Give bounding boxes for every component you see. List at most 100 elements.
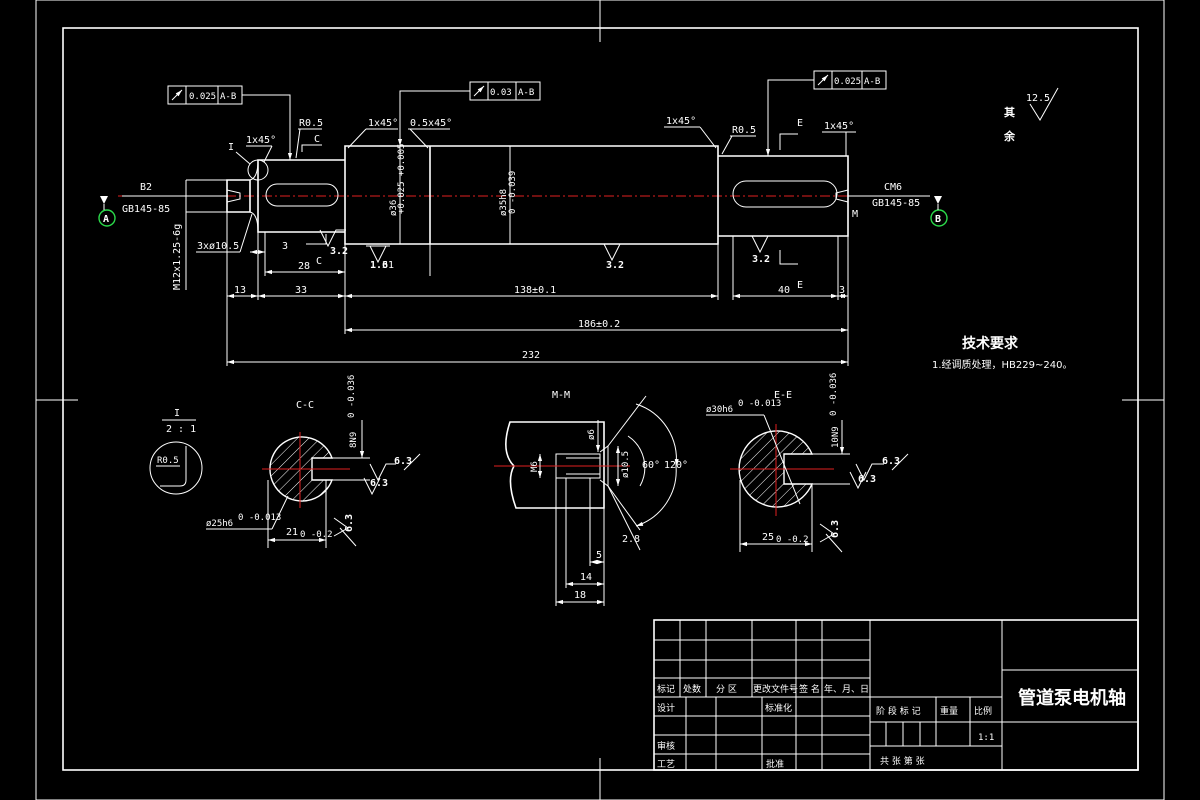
datum-a-label: A (103, 214, 109, 225)
runout-right-frame: 0.025 A-B (765, 70, 887, 156)
rest-label-1: 其 (1004, 105, 1015, 119)
dia-35-tol: 0 -0.039 (508, 171, 518, 214)
detail-i-view: I 2 : 1 R0.5 (149, 408, 203, 495)
mm-dim-28: 2.8 (622, 534, 640, 545)
section-cc-view: C-C 8N9 0 -0.036 6.3 6.3 ø25h6 0 -0.013 … (206, 375, 421, 548)
ee-rough-side: 6.3 (858, 474, 876, 485)
cc-rough-top: 6.3 (394, 456, 412, 467)
dim-28: 28 (298, 261, 310, 272)
ee-key-width-tol: 0 -0.036 (829, 373, 839, 416)
ee-key-width: 10N9 (831, 426, 841, 448)
rough-c-value: 3.2 (330, 246, 348, 257)
tb-header-count: 处数 (683, 683, 701, 695)
tb-weight: 重量 (940, 705, 958, 717)
tb-header-sign: 签 名 (799, 683, 820, 695)
section-c-top: C (314, 134, 320, 145)
detail-i-label: I (228, 142, 234, 153)
dim-33: 33 (295, 285, 307, 296)
rough-mid-value: 3.2 (606, 260, 624, 271)
ee-rough-bottom: 6.3 (830, 520, 841, 538)
fillet-left: R0.5 (299, 118, 323, 129)
runout-mid-frame: 0.03 A-B (397, 81, 541, 146)
rough-right: 3.2 (748, 235, 772, 265)
dia-36-tol: +0.025 +0.005 (397, 144, 407, 214)
tb-header-date: 年、月、日 (824, 683, 869, 695)
section-cc-title: C-C (296, 400, 314, 411)
tb-header-zone: 分 区 (716, 684, 737, 695)
datum-b: B (930, 196, 948, 227)
chamfer-end: 1x45° (824, 121, 854, 132)
dim-40: 40 (778, 285, 790, 296)
rest-value: 12.5 (1026, 93, 1050, 104)
rough-16: 1.6 31 (366, 245, 394, 271)
mm-dia-105: ø10.5 (621, 451, 631, 478)
section-c-bottom: C (316, 256, 322, 267)
rest-label-2: 余 (1003, 129, 1016, 143)
mm-dim-14: 14 (580, 572, 592, 583)
section-mm-view: M-M M6 ø6 ø10.5 60° 120° 2.8 5 14 18 (494, 390, 688, 606)
tb-review: 审核 (657, 740, 675, 752)
center-right-std: GB145-85 (872, 198, 920, 209)
runout-right-value: 0.025 (834, 77, 861, 87)
dim-3b: 3 (839, 285, 845, 296)
tb-scale-label: 比例 (974, 705, 992, 717)
mm-angle-120: 120° (664, 460, 688, 471)
datum-b-label: B (935, 214, 941, 225)
keyway-left (265, 183, 339, 207)
thread-label: M12x1.25-6g (172, 224, 183, 290)
tech-req-heading: 技术要求 (962, 335, 1019, 352)
tb-approve: 批准 (766, 758, 784, 770)
rough-16-value: 1.6 (370, 260, 388, 271)
cc-rough-bottom: 6.3 (344, 514, 355, 532)
tb-design: 设计 (657, 702, 675, 714)
rough-31: 31 (382, 260, 394, 271)
runout-left-ref: A-B (220, 92, 236, 102)
cc-key-width: 8N9 (349, 432, 359, 448)
chamfer-left: 1x45° (246, 135, 276, 146)
dim-186: 186±0.2 (578, 319, 620, 330)
mm-shaft-end (505, 421, 605, 509)
runout-right-ref: A-B (864, 77, 880, 87)
tb-sheets: 共 张 第 张 (880, 755, 925, 767)
rest-surface-roughness: 其 余 12.5 (1003, 87, 1059, 143)
runout-mid-value: 0.03 (490, 88, 512, 98)
mm-dim-18: 18 (574, 590, 586, 601)
dimensions: 3 28 13 33 138±0.1 40 3 186±0.2 232 (226, 212, 849, 366)
section-e-bottom: E (797, 280, 803, 291)
cc-key-width-tol: 0 -0.036 (347, 375, 357, 418)
tb-process: 工艺 (657, 759, 675, 770)
dim-232: 232 (522, 350, 540, 361)
ee-depth-tol: 0 -0.2 (776, 535, 809, 545)
ee-depth: 25 (762, 532, 774, 543)
tech-req-item1: 1.经调质处理，HB229~240。 (932, 358, 1072, 371)
chamfer-mid: 1x45° (368, 118, 398, 129)
runout-left-frame: 0.025 A-B (167, 85, 293, 160)
dia-35-label: ø35h8 (499, 189, 509, 216)
rough-mid: 3.2 (600, 243, 624, 271)
cc-dia-tol: 0 -0.013 (238, 513, 281, 523)
mm-thread: M6 (530, 461, 540, 472)
keyway-right (732, 180, 838, 208)
dim-3: 3 (282, 241, 288, 252)
cc-depth: 21 (286, 527, 298, 538)
sheet-border (35, 0, 1165, 800)
tech-requirements: 技术要求 1.经调质处理，HB229~240。 (932, 335, 1072, 371)
chamfer-mid2: 0.5x45° (410, 118, 452, 129)
title-block: 标记 处数 分 区 更改文件号 签 名 年、月、日 设计 标准化 审核 工艺 批… (653, 619, 1139, 771)
datum-a: A (98, 196, 116, 227)
shaft-outline (226, 145, 849, 245)
tb-scale-value: 1:1 (978, 733, 994, 743)
section-e-top: E (797, 118, 803, 129)
ee-dia: ø30h6 (706, 405, 733, 415)
rough-right-value: 3.2 (752, 254, 770, 265)
section-ee-title: E-E (774, 390, 792, 401)
section-mm-title: M-M (552, 390, 570, 401)
detail-scale: 2 : 1 (166, 424, 196, 435)
ee-dia-tol: 0 -0.013 (738, 399, 781, 409)
cc-rough-side: 6.3 (370, 478, 388, 489)
dim-13: 13 (234, 285, 246, 296)
tb-stage-mark: 阶 段 标 记 (876, 705, 921, 717)
section-ee-view: E-E ø30h6 0 -0.013 10N9 0 -0.036 6.3 6.3… (706, 373, 909, 553)
mm-dim-5: 5 (596, 550, 602, 561)
